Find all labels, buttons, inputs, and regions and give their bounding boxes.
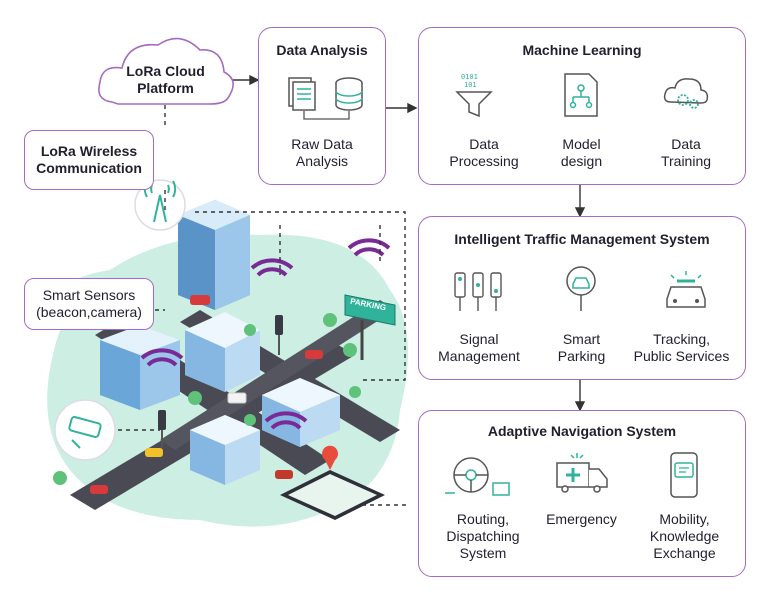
navigation-panel: Adaptive Navigation System Routing, Disp… bbox=[418, 410, 746, 577]
parking-sign bbox=[344, 294, 396, 360]
smart-sensors-label: Smart Sensors (beacon,camera) bbox=[24, 278, 154, 330]
machine-learning-title: Machine Learning bbox=[522, 42, 642, 58]
signal-waves bbox=[140, 238, 391, 430]
traffic-light-1 bbox=[275, 315, 283, 355]
data-analysis-panel: Data Analysis Raw Data Analysis bbox=[258, 27, 386, 185]
tower-badge bbox=[134, 179, 186, 231]
smart-parking-icon bbox=[566, 266, 596, 311]
car-red-3 bbox=[90, 485, 108, 494]
itms-panel: Intelligent Traffic Management System Si… bbox=[418, 216, 746, 380]
mobile-chat-icon bbox=[670, 452, 698, 498]
building-center bbox=[185, 312, 260, 392]
machine-learning-panel: Machine Learning 0101 101 Data Processin… bbox=[418, 27, 746, 185]
building-bottom bbox=[190, 415, 260, 485]
data-processing-icon: 0101 101 bbox=[455, 73, 493, 118]
ambulance-icon bbox=[556, 453, 608, 493]
car-red-2 bbox=[305, 350, 323, 359]
cloud-shape bbox=[98, 37, 234, 105]
ml-step-training: Data Training bbox=[660, 136, 712, 169]
camera-badge bbox=[54, 399, 116, 461]
car-red-1 bbox=[190, 295, 210, 305]
steering-wheel-icon bbox=[445, 457, 510, 496]
dashed-connectors bbox=[118, 105, 410, 506]
itms-tracking-public-services: Tracking, Public Services bbox=[633, 331, 730, 364]
raw-data-label: Raw Data Analysis bbox=[291, 136, 353, 169]
cloud-platform-label: LoRa Cloud Platform bbox=[126, 63, 205, 96]
police-car-icon bbox=[666, 271, 706, 308]
tower-building bbox=[178, 200, 250, 310]
ml-step-processing: Data Processing bbox=[449, 136, 519, 169]
wireless-communication-label: LoRa Wireless Communication bbox=[24, 130, 154, 190]
itms-smart-parking: Smart Parking bbox=[557, 331, 606, 364]
van-white bbox=[227, 392, 247, 404]
raw-data-icon bbox=[288, 77, 363, 120]
building-left bbox=[100, 325, 180, 410]
car-yellow bbox=[145, 448, 163, 457]
data-analysis-title: Data Analysis bbox=[276, 42, 368, 58]
nav-emergency: Emergency bbox=[546, 511, 617, 527]
road-second bbox=[160, 300, 395, 450]
ml-step-model: Model design bbox=[560, 136, 603, 169]
svg-text:0101: 0101 bbox=[461, 73, 478, 81]
itms-signal-management: Signal Management bbox=[438, 331, 520, 364]
car-red-4 bbox=[275, 470, 293, 479]
itms-title: Intelligent Traffic Management System bbox=[454, 231, 710, 247]
cloud-gear-icon bbox=[663, 78, 709, 109]
svg-text:101: 101 bbox=[464, 81, 477, 89]
traffic-signal-icon bbox=[454, 272, 502, 311]
navigation-title: Adaptive Navigation System bbox=[487, 423, 677, 439]
nav-mobility-knowledge: Mobility, Knowledge Exchange bbox=[649, 511, 720, 561]
nav-routing-dispatching: Routing, Dispatching System bbox=[446, 511, 520, 561]
traffic-light-2 bbox=[158, 410, 166, 448]
camera-icon bbox=[68, 416, 102, 449]
model-design-icon bbox=[564, 73, 598, 117]
smartphone bbox=[280, 445, 385, 520]
trees bbox=[53, 299, 361, 485]
